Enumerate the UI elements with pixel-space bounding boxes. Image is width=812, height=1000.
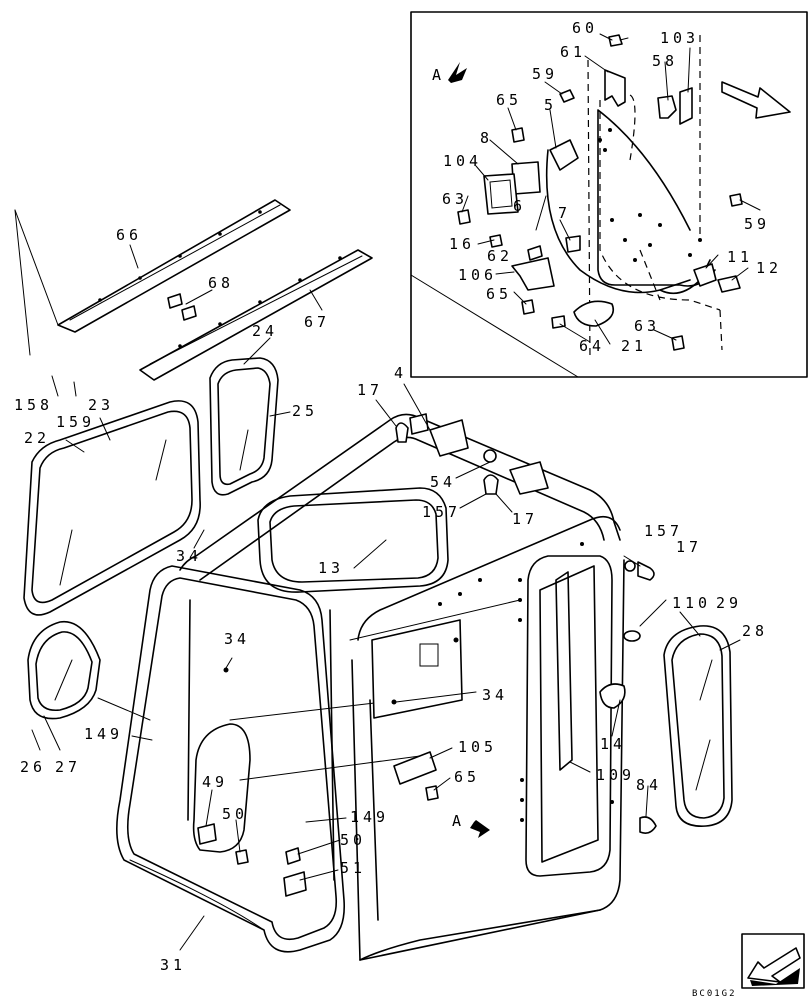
detail-frame [410, 11, 808, 378]
bracket-58 [657, 95, 677, 119]
callout-4: 4 [394, 364, 407, 382]
view-label-a-upper: A [432, 66, 445, 84]
callout-17: 17 [357, 381, 383, 399]
callout-66: 66 [116, 226, 142, 244]
callout-60: 60 [572, 19, 598, 37]
bolt-60 [608, 34, 623, 47]
roof-trim-66 [57, 199, 291, 333]
callout-149: 149 [84, 725, 123, 743]
callout-106: 106 [458, 266, 497, 284]
callout-27: 27 [55, 758, 81, 776]
plate-104 [483, 173, 519, 215]
detail-view-a: A [410, 11, 808, 378]
roof-trim-67 [139, 249, 373, 381]
detail-dashed-outline [587, 35, 723, 361]
cover-21 [573, 300, 615, 327]
callout-17: 17 [676, 538, 702, 556]
bracket-11 [693, 263, 717, 287]
callout-16: 16 [449, 235, 475, 253]
callout-157: 157 [422, 503, 461, 521]
callout-labels: 60 103 61 58 59 65 5 8 104 63 59 7 6 16 … [14, 19, 782, 974]
view-arrow-a-lower [470, 820, 490, 838]
trim-holes [98, 210, 342, 348]
view-label-a-lower: A [452, 812, 465, 830]
roof-trim [14, 199, 373, 381]
orientation-icon [741, 933, 805, 989]
callout-50: 50 [340, 831, 366, 849]
callout-64: 64 [579, 337, 605, 355]
drawing-code: BC01G2 [692, 989, 737, 999]
callout-5: 5 [544, 96, 557, 114]
callout-63: 63 [442, 190, 468, 208]
callout-65: 65 [496, 91, 522, 109]
switch-7 [565, 235, 581, 253]
callout-14: 14 [600, 735, 626, 753]
callout-50: 50 [222, 805, 248, 823]
detail-leaders [461, 33, 761, 345]
view-arrow-a-upper [448, 62, 467, 83]
detail-cab-panel [597, 109, 716, 287]
window-24-25 [209, 357, 279, 496]
callout-24: 24 [252, 322, 278, 340]
callout-13: 13 [318, 559, 344, 577]
callout-29: 29 [716, 594, 742, 612]
callout-67: 67 [304, 313, 330, 331]
callout-104: 104 [443, 152, 482, 170]
callout-65: 65 [486, 285, 512, 303]
direction-arrow-outline [721, 81, 791, 119]
bracket-61 [604, 69, 626, 107]
frame-holes [223, 542, 614, 822]
callout-84: 84 [636, 776, 662, 794]
callout-58: 58 [652, 52, 678, 70]
callout-59: 59 [744, 215, 770, 233]
callout-34: 34 [176, 547, 202, 565]
callout-22: 22 [24, 429, 50, 447]
window-22-23 [23, 400, 201, 616]
callout-61: 61 [560, 43, 586, 61]
bracket-105 [393, 751, 437, 785]
cab-frame: A [116, 413, 657, 961]
bracket-12 [717, 275, 741, 293]
callout-65: 65 [454, 768, 480, 786]
roof-bracket-4 [429, 419, 469, 457]
switch-5 [549, 139, 579, 171]
callout-23: 23 [88, 396, 114, 414]
callout-49: 49 [202, 773, 228, 791]
callout-149: 149 [350, 808, 389, 826]
callout-68: 68 [208, 274, 234, 292]
callout-7: 7 [558, 204, 571, 222]
callout-31: 31 [160, 956, 186, 974]
callout-11: 11 [727, 248, 753, 266]
callout-105: 105 [458, 738, 497, 756]
callout-17: 17 [512, 510, 538, 528]
window-26-27 [27, 620, 101, 720]
callout-51: 51 [340, 859, 366, 877]
detail-panel-holes [598, 128, 702, 262]
window-28-29 [663, 625, 733, 827]
callout-34: 34 [224, 630, 250, 648]
callout-63: 63 [634, 317, 660, 335]
callout-12: 12 [756, 259, 782, 277]
callout-159: 159 [56, 413, 95, 431]
callout-62: 62 [487, 247, 513, 265]
main-leaders [31, 244, 741, 951]
callout-28: 28 [742, 622, 768, 640]
callout-34: 34 [482, 686, 508, 704]
callout-59: 59 [532, 65, 558, 83]
bracket-106 [511, 257, 555, 291]
callout-21: 21 [621, 337, 647, 355]
callout-25: 25 [292, 402, 318, 420]
callout-158: 158 [14, 396, 53, 414]
callout-110: 110 [672, 594, 711, 612]
callout-26: 26 [20, 758, 46, 776]
callout-157: 157 [644, 522, 683, 540]
callout-103: 103 [660, 29, 699, 47]
callout-6: 6 [513, 197, 526, 215]
bracket-103 [679, 87, 693, 125]
callout-54: 54 [430, 473, 456, 491]
callout-8: 8 [480, 129, 493, 147]
callout-109: 109 [596, 766, 635, 784]
detail-leader-left [410, 274, 579, 378]
